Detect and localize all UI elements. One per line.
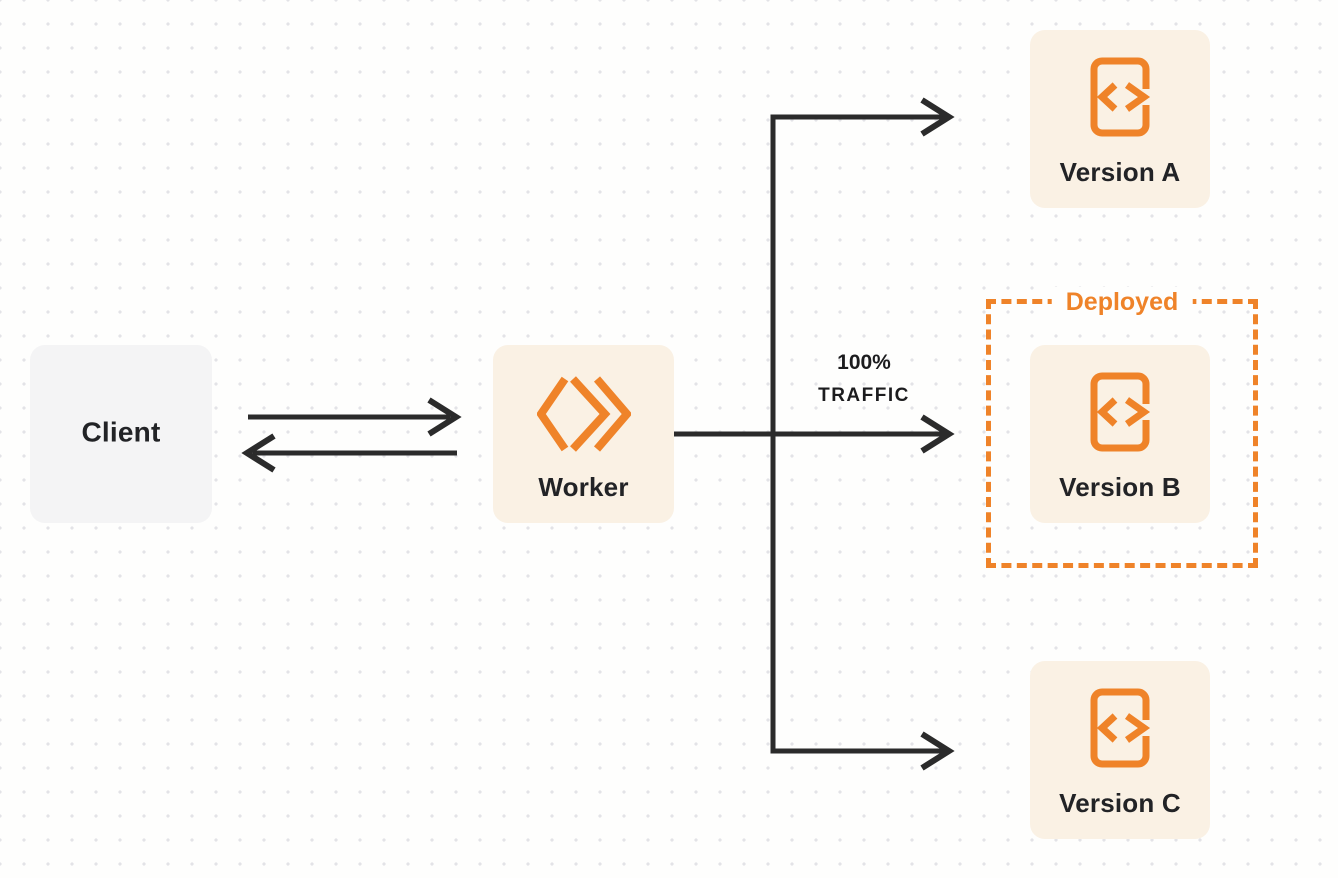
- version-b-label: Version B: [1059, 472, 1181, 502]
- version-a-node: Version A: [1030, 30, 1210, 208]
- worker-label: Worker: [538, 472, 629, 502]
- code-file-icon: [1089, 687, 1151, 769]
- deployed-group: Deployed: [986, 287, 1258, 568]
- traffic-split-trunk: [770, 114, 944, 754]
- arrow-worker-to-client: [241, 433, 457, 473]
- arrow-branch-version-c: [920, 731, 955, 771]
- traffic-word-label: TRAFFIC: [818, 385, 910, 406]
- arrow-branch-version-a: [920, 97, 955, 137]
- version-c-node: Version C: [1030, 661, 1210, 839]
- arrow-worker-to-version-b: [673, 414, 955, 454]
- code-file-icon: [1089, 371, 1151, 453]
- workers-logo-icon: [535, 375, 632, 453]
- version-c-label: Version C: [1059, 788, 1181, 818]
- traffic-label: 100% TRAFFIC: [784, 350, 944, 408]
- version-a-label: Version A: [1059, 157, 1181, 187]
- client-label: Client: [81, 416, 161, 448]
- client-node: Client: [30, 345, 212, 523]
- arrow-client-to-worker: [248, 397, 462, 437]
- code-file-icon: [1089, 56, 1151, 138]
- version-b-node: Version B: [1030, 345, 1210, 523]
- worker-node: Worker: [493, 345, 674, 523]
- traffic-percentage-label: 100%: [837, 351, 891, 374]
- deployed-label: Deployed: [1051, 287, 1193, 317]
